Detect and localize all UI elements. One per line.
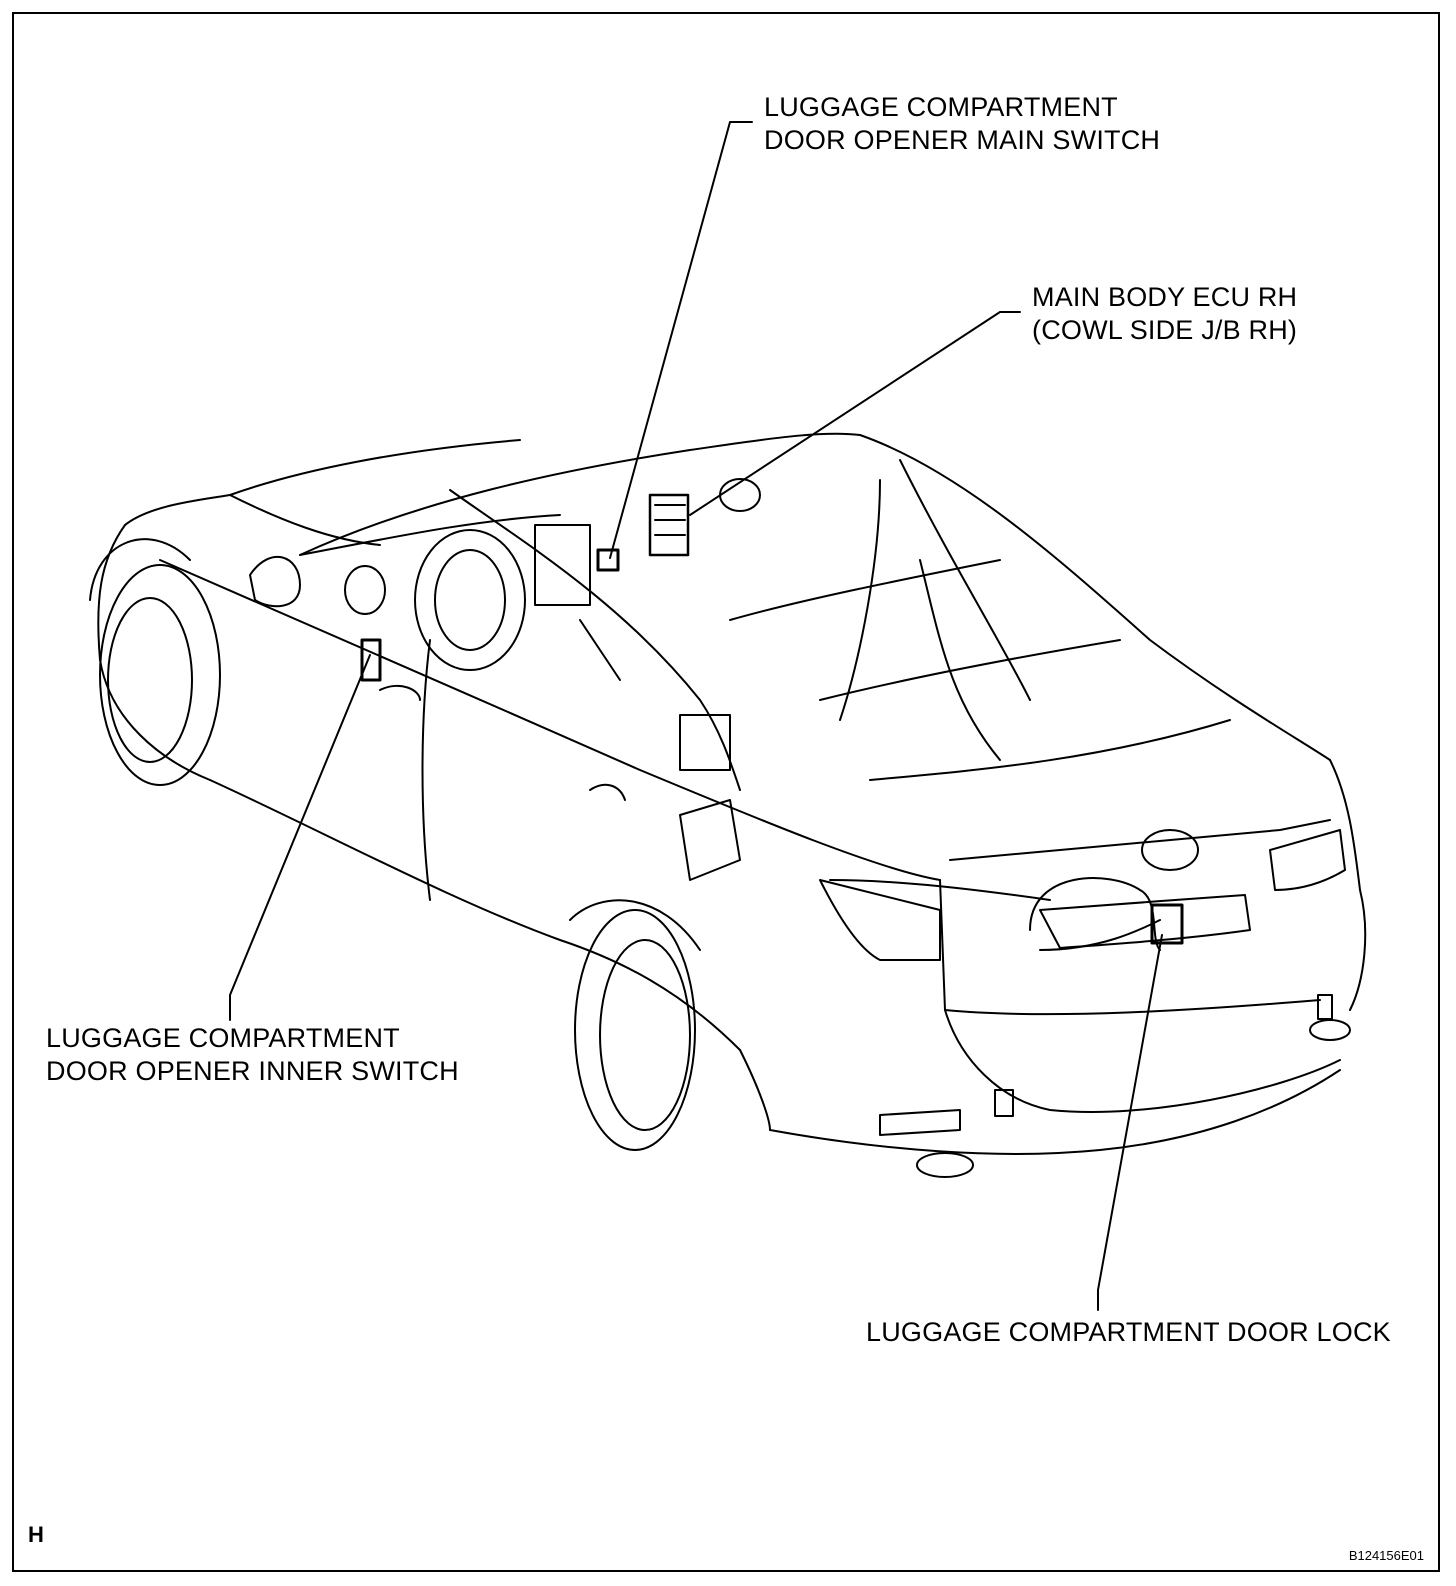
callout-main-switch-line2: DOOR OPENER MAIN SWITCH [764,125,1161,155]
wheels [89,538,701,1151]
callout-inner-switch-line1: LUGGAGE COMPARTMENT [46,1023,400,1053]
door-lock-component [1029,877,1184,951]
cabin-interior [249,478,761,771]
corner-letter: H [28,1522,44,1547]
callout-door-lock-line1: LUGGAGE COMPARTMENT DOOR LOCK [866,1317,1391,1347]
diagram-frame [12,12,1440,1572]
callout-door-lock: LUGGAGE COMPARTMENT DOOR LOCK [866,1316,1391,1349]
callout-main-switch: LUGGAGE COMPARTMENT DOOR OPENER MAIN SWI… [764,91,1160,157]
main-switch-component [596,548,620,572]
callout-main-switch-line1: LUGGAGE COMPARTMENT [764,92,1118,122]
rear-details [589,783,1351,1178]
ecu-component [648,493,690,557]
inner-switch-component [360,638,382,682]
callout-inner-switch: LUGGAGE COMPARTMENT DOOR OPENER INNER SW… [46,1022,459,1088]
callout-ecu-line2: (COWL SIDE J/B RH) [1032,315,1298,345]
callout-ecu-line1: MAIN BODY ECU RH [1032,282,1298,312]
callout-inner-switch-line2: DOOR OPENER INNER SWITCH [46,1056,459,1086]
leader-lines [229,121,1163,1311]
callout-ecu: MAIN BODY ECU RH (COWL SIDE J/B RH) [1032,281,1297,347]
figure-code: B124156E01 [1348,1548,1424,1563]
